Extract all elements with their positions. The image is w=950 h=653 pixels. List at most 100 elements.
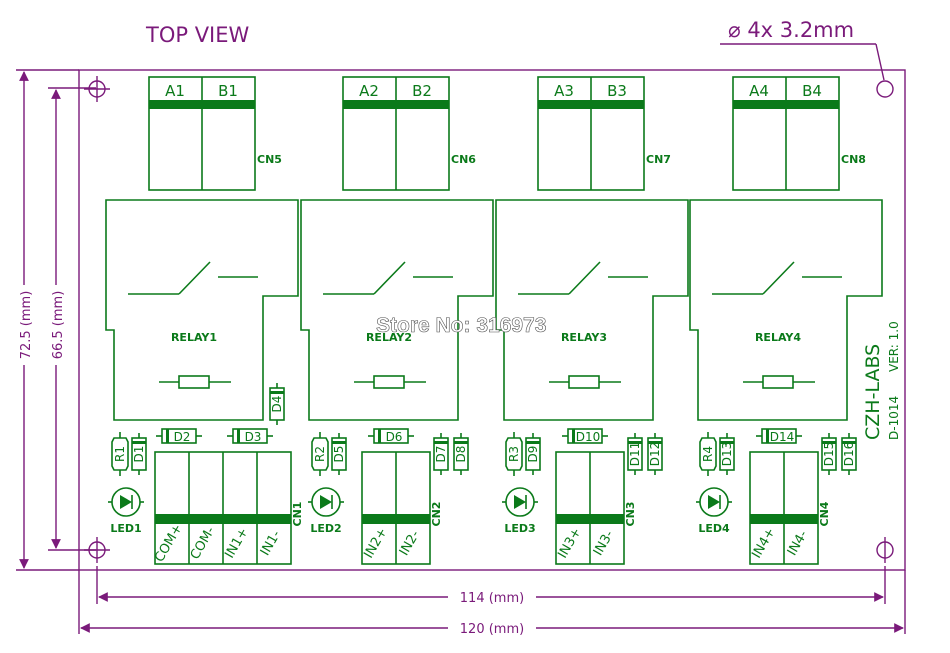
view-title: TOP VIEW: [145, 23, 250, 47]
relay-label: RELAY1: [171, 331, 217, 344]
component-d13: D13: [719, 433, 735, 475]
terminal-block-cn2: IN2+IN2-CN2: [361, 451, 443, 565]
pin-label-a4: A4: [749, 82, 769, 100]
connector-label: CN4: [818, 501, 831, 526]
component-d12: D12: [647, 433, 663, 475]
resistor-r2: R2: [311, 432, 329, 476]
relay-3: RELAY3: [495, 199, 689, 421]
terminal-block-cn4: IN4+IN4-CN4: [749, 451, 831, 565]
connector-label: CN2: [430, 502, 443, 527]
connector-label: CN3: [624, 502, 637, 527]
led-led3: LED3: [502, 487, 538, 535]
input-pin-label: IN1-: [258, 528, 284, 559]
mounting-hole-top-left: [84, 76, 110, 102]
relays: RELAY1 RELAY2 RELAY3 RELAY4: [105, 199, 883, 421]
dim-outer-width-label: 120 (mm): [460, 622, 524, 637]
svg-text:LED2: LED2: [310, 522, 341, 535]
svg-text:D9: D9: [526, 446, 540, 463]
diode-d2: D2: [156, 428, 202, 444]
pin-label-b3: B3: [607, 82, 627, 100]
component-d11: D11: [627, 433, 643, 475]
svg-text:D2: D2: [174, 430, 191, 444]
component-d7: D7: [433, 433, 449, 475]
mounting-hole-top-right: [876, 80, 894, 98]
svg-text:LED3: LED3: [504, 522, 535, 535]
svg-text:D10: D10: [576, 430, 601, 444]
mounting-hole-bottom-left: [84, 537, 110, 563]
input-pin-label: IN2-: [397, 528, 423, 559]
svg-text:R1: R1: [113, 446, 127, 462]
component-d15: D15: [821, 433, 837, 475]
connector-label: CN5: [257, 153, 282, 166]
svg-text:D12: D12: [648, 442, 662, 467]
input-pin-label: COM-: [188, 524, 219, 562]
pin-label-b4: B4: [802, 82, 822, 100]
mounting-hole-bottom-right: [876, 537, 894, 563]
relay-4: RELAY4: [689, 199, 883, 421]
store-watermark: Store No: 316973: [376, 314, 546, 337]
connector-label: CN6: [451, 153, 476, 166]
diode-d10: D10: [562, 428, 608, 444]
svg-text:R3: R3: [507, 446, 521, 462]
hole-spec-label: ⌀ 4x 3.2mm: [728, 18, 854, 42]
input-pin-label: IN1+: [222, 525, 251, 561]
svg-text:LED4: LED4: [698, 522, 730, 535]
dim-hole-width-label: 114 (mm): [460, 591, 524, 606]
svg-text:D8: D8: [454, 446, 468, 463]
connector-label: CN7: [646, 153, 671, 166]
svg-text:D7: D7: [434, 446, 448, 463]
brand-label: CZH-LABS: [862, 344, 884, 440]
pin-label-b2: B2: [412, 82, 432, 100]
relay-label: RELAY3: [561, 331, 607, 344]
resistor-r3: R3: [505, 432, 523, 476]
version-label: VER: 1.0: [887, 321, 901, 372]
svg-text:R4: R4: [701, 446, 715, 462]
connector-label: CN1: [291, 502, 304, 527]
terminal-block-cn3: IN3+IN3-CN3: [555, 451, 637, 565]
svg-text:D16: D16: [842, 442, 856, 467]
svg-text:D15: D15: [822, 442, 836, 467]
input-pin-label: COM+: [152, 522, 186, 565]
resistor-r1: R1: [111, 432, 129, 476]
relay-1: RELAY1: [105, 199, 299, 421]
component-d1: D1: [131, 433, 147, 475]
diode-d3: D3: [227, 428, 273, 444]
resistor-r4: R4: [699, 432, 717, 476]
svg-text:D5: D5: [332, 446, 346, 463]
svg-text:D13: D13: [720, 442, 734, 467]
svg-text:D1: D1: [132, 446, 146, 463]
relay-label: RELAY2: [366, 331, 412, 344]
hole-spec-leader: [875, 43, 885, 81]
relay-label: RELAY4: [755, 331, 801, 344]
svg-text:D6: D6: [386, 430, 403, 444]
terminal-block-cn1: COM+COM-IN1+ IN1- CN1: [152, 451, 304, 565]
led-led1: LED1: [108, 487, 144, 535]
component-d5: D5: [331, 433, 347, 475]
svg-text:D3: D3: [245, 430, 262, 444]
dim-hole-height-label: 66.5 (mm): [51, 291, 66, 360]
svg-text:R2: R2: [313, 446, 327, 462]
svg-text:D4: D4: [270, 396, 284, 413]
part-number-label: D-1014: [887, 396, 901, 440]
led-led2: LED2: [308, 487, 344, 535]
input-pin-label: IN4-: [785, 528, 811, 559]
led-led4: LED4: [696, 487, 732, 535]
board-outline: [78, 69, 906, 571]
svg-text:D11: D11: [628, 442, 642, 467]
diode-d6: D6: [368, 428, 414, 444]
input-pin-label: IN3+: [555, 525, 584, 561]
relay-2: RELAY2: [300, 199, 494, 421]
pin-label-a3: A3: [554, 82, 574, 100]
connector-label: CN8: [841, 153, 866, 166]
